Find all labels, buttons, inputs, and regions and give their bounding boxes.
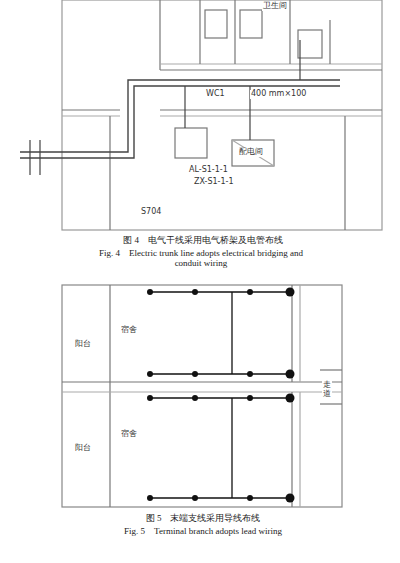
- lamp-symbol: [247, 289, 253, 295]
- panel-label: AL-S1-1-1: [188, 166, 229, 175]
- lamp-symbol: [247, 395, 253, 401]
- panel-label: ZX-S1-1-1: [193, 178, 235, 187]
- lamp-symbol: [147, 371, 153, 377]
- lamp-symbol: [247, 495, 253, 501]
- room-label: 阳台: [74, 340, 92, 349]
- outlet-symbol: [286, 288, 295, 297]
- lamp-symbol: [147, 495, 153, 501]
- lamp-symbol: [192, 395, 198, 401]
- room-label: 走道: [322, 381, 332, 399]
- lamp-symbol: [192, 371, 198, 377]
- room-label: 宿舍: [120, 326, 138, 335]
- lamp-symbol: [192, 289, 198, 295]
- room-label: 宿舍: [120, 430, 138, 439]
- lamp-symbol: [192, 495, 198, 501]
- outlet-symbol: [286, 494, 295, 503]
- room-label: 阳台: [74, 444, 92, 453]
- figure-caption: Fig. 5 Terminal branch adopts lead wirin…: [2, 527, 400, 537]
- tray-label: WC1: [205, 90, 226, 99]
- lamp-symbol: [147, 289, 153, 295]
- figure-caption: Fig. 4 Electric trunk line adopts electr…: [95, 249, 307, 269]
- dimension-label: 400 mm×100: [250, 90, 307, 99]
- room-number: S704: [140, 208, 162, 217]
- lamp-symbol: [247, 371, 253, 377]
- outlet-symbol: [286, 394, 295, 403]
- lamp-symbol: [147, 395, 153, 401]
- outlet-symbol: [286, 370, 295, 379]
- room-label: 卫生间: [262, 2, 288, 11]
- room-label: 配电间: [238, 148, 264, 157]
- figure-caption: 图 5 末端支线采用导线布线: [2, 514, 400, 524]
- figure-caption: 图 4 电气干线采用电气桥架及电管布线: [2, 236, 400, 246]
